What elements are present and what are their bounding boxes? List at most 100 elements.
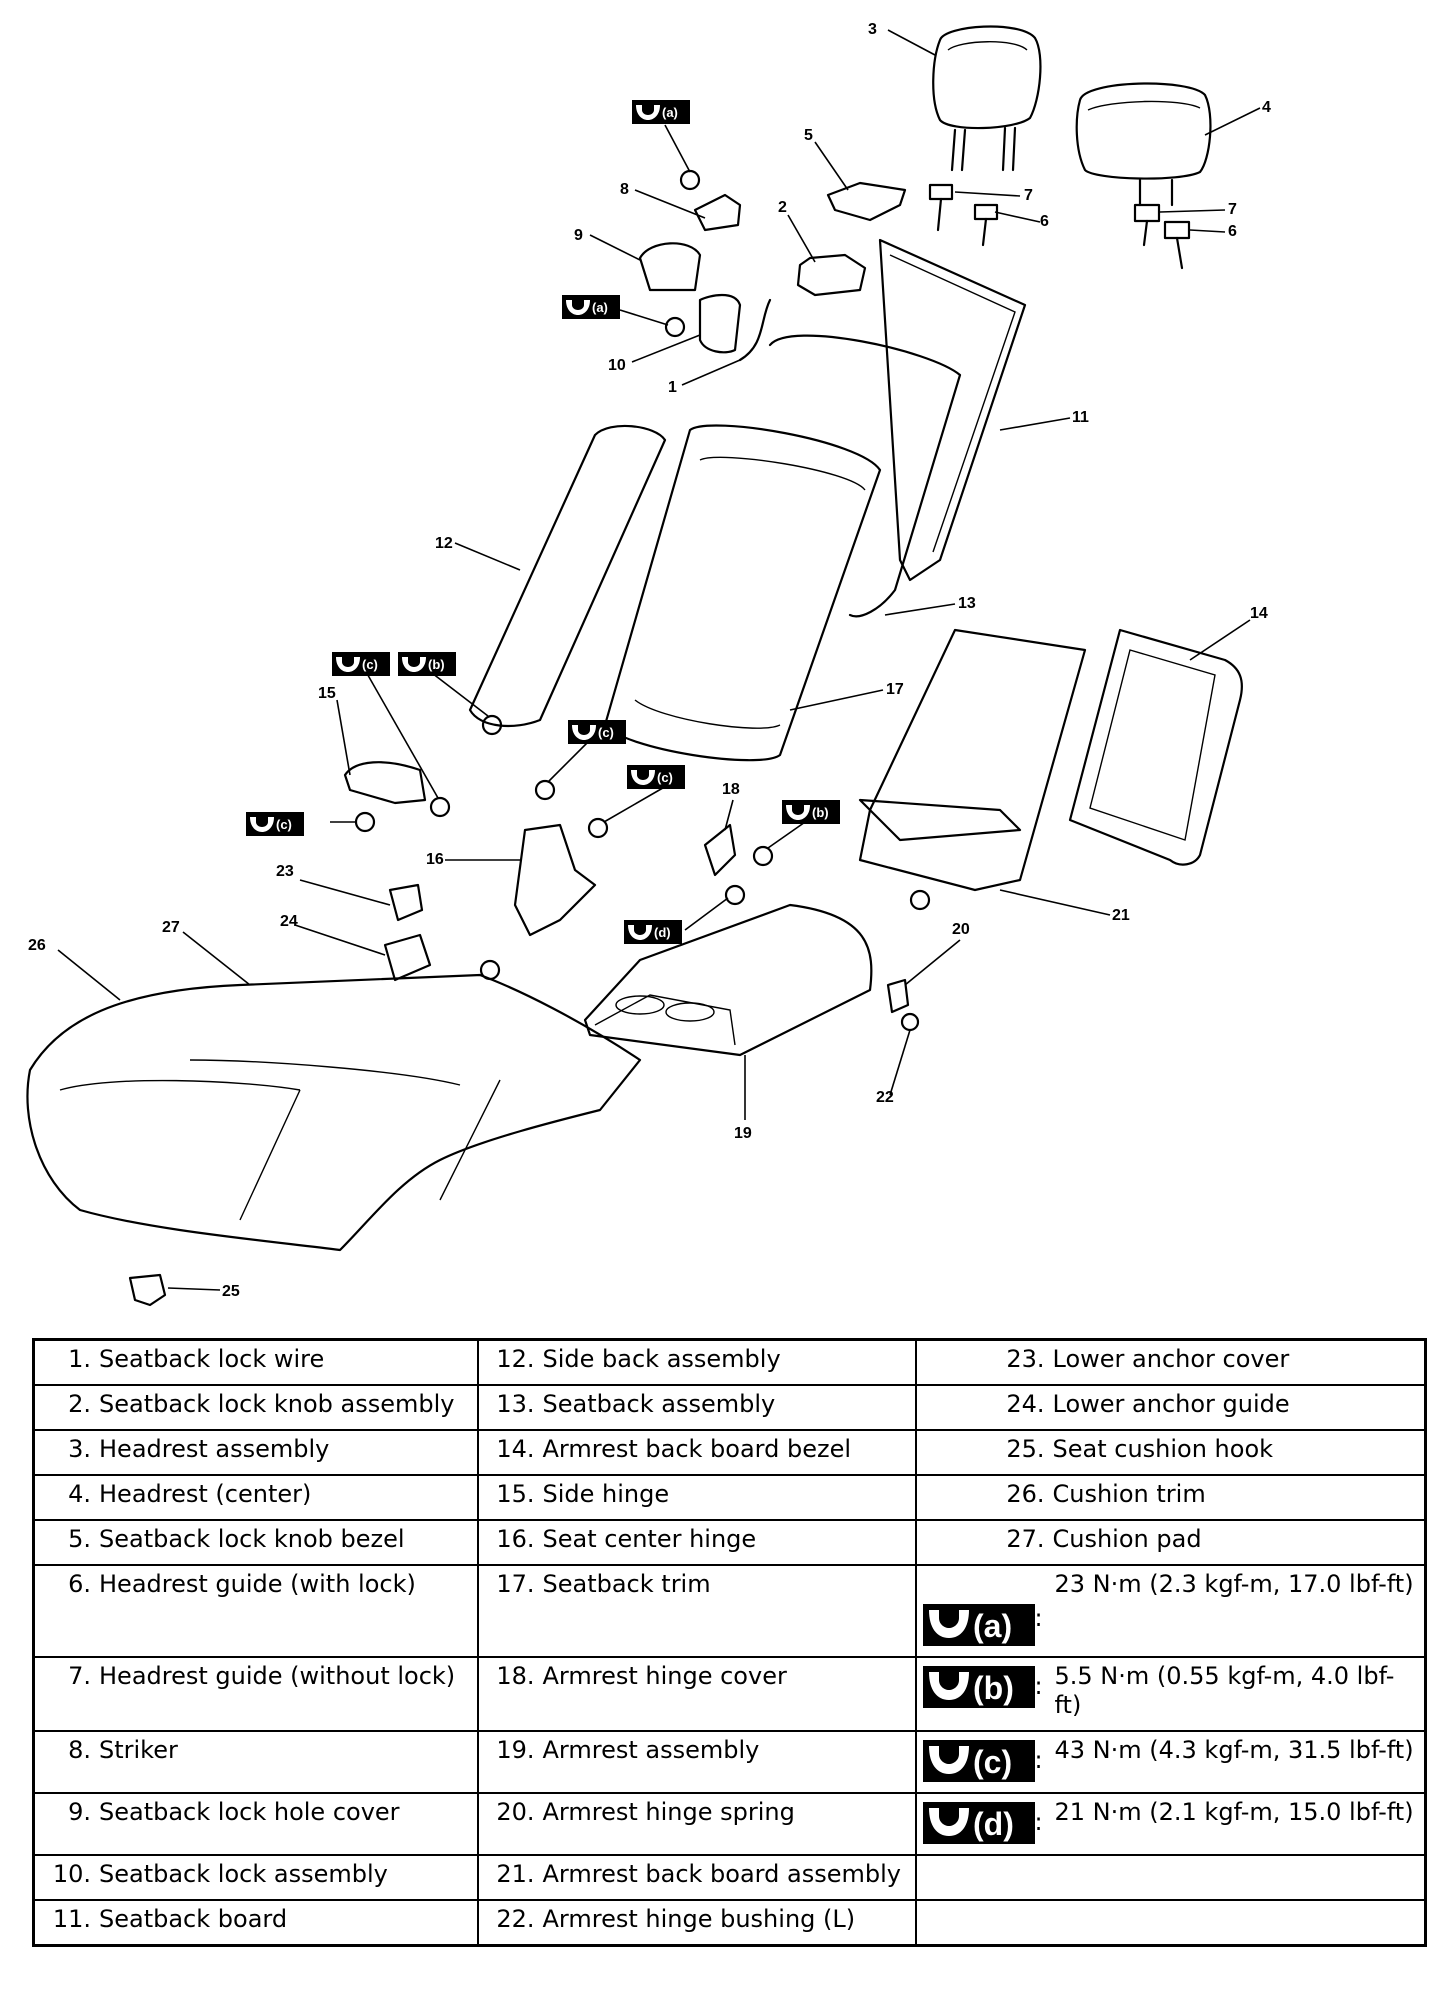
legend-item: 7.Headrest guide (without lock) bbox=[32, 1656, 479, 1732]
svg-text:(b): (b) bbox=[973, 1670, 1014, 1706]
side-hinge bbox=[343, 761, 427, 805]
legend-item: 21.Armrest back board assembly bbox=[476, 1854, 917, 1901]
callout-7: 7 bbox=[1228, 201, 1237, 218]
exploded-parts-diagram: 3 4 5 7 6 7 6 2 8 9 10 1 11 12 13 14 17 … bbox=[26, 21, 1271, 1307]
legend-item: 5.Seatback lock knob bezel bbox=[32, 1519, 479, 1566]
leader-lines bbox=[57, 29, 1261, 1291]
callout-6: 6 bbox=[1228, 223, 1237, 240]
headrest-assembly bbox=[932, 25, 1042, 172]
callout-labels: 3 4 5 7 6 7 6 2 8 9 10 1 11 12 13 14 17 … bbox=[28, 21, 1271, 1300]
legend-item: 15.Side hinge bbox=[476, 1474, 917, 1521]
svg-text:(a): (a) bbox=[973, 1608, 1012, 1644]
lock-knob-bezel bbox=[826, 181, 907, 222]
cushion-trim bbox=[26, 973, 642, 1252]
legend-item: 12.Side back assembly bbox=[476, 1338, 917, 1386]
legend-item: 19.Armrest assembly bbox=[476, 1730, 917, 1794]
torque-badge-d: (d) bbox=[624, 920, 682, 944]
seatback-trim bbox=[603, 424, 882, 762]
legend-item: 16.Seat center hinge bbox=[476, 1519, 917, 1566]
callout-16: 16 bbox=[426, 851, 444, 868]
torque-badge-a: (a) bbox=[562, 295, 620, 319]
side-back-assembly bbox=[468, 424, 667, 728]
callout-12: 12 bbox=[435, 535, 453, 552]
torque-badge-c: (c) bbox=[568, 720, 626, 744]
svg-text:(c): (c) bbox=[276, 817, 292, 832]
seatback-lock bbox=[698, 293, 742, 354]
headrest-guides bbox=[928, 183, 1191, 270]
torque-spec-c: (c) : 43 N⋅m (4.3 kgf-m, 31.5 lbf-ft) bbox=[914, 1730, 1427, 1794]
callout-27: 27 bbox=[162, 919, 180, 936]
torque-badge-b: (b) bbox=[782, 800, 840, 824]
lock-knob-assembly bbox=[796, 253, 867, 297]
legend-item: 6.Headrest guide (with lock) bbox=[32, 1564, 479, 1658]
seat-cushion-hook bbox=[128, 1273, 167, 1307]
torque-badge-c: (c) bbox=[627, 765, 685, 789]
legend-item: 13.Seatback assembly bbox=[476, 1384, 917, 1431]
callout-25: 25 bbox=[222, 1283, 240, 1300]
legend-item: 14.Armrest back board bezel bbox=[476, 1429, 917, 1476]
legend-item: 25.Seat cushion hook bbox=[914, 1429, 1427, 1476]
seat-center-hinge bbox=[513, 823, 597, 937]
callout-5: 5 bbox=[804, 127, 813, 144]
callout-2: 2 bbox=[778, 199, 787, 216]
legend-item: 1.Seatback lock wire bbox=[32, 1338, 479, 1386]
legend-item: 3.Headrest assembly bbox=[32, 1429, 479, 1476]
armrest-assembly bbox=[583, 903, 873, 1057]
lower-anchor-cover bbox=[388, 883, 424, 922]
legend-item: 24.Lower anchor guide bbox=[914, 1384, 1427, 1431]
callout-20: 20 bbox=[952, 921, 970, 938]
torque-badge-b: (b) bbox=[398, 652, 456, 676]
legend-empty-cell bbox=[914, 1899, 1427, 1947]
legend-item: 20.Armrest hinge spring bbox=[476, 1792, 917, 1856]
legend-item: 2.Seatback lock knob assembly bbox=[32, 1384, 479, 1431]
svg-text:(d): (d) bbox=[654, 925, 671, 940]
callout-24: 24 bbox=[280, 913, 298, 930]
callout-9: 9 bbox=[574, 227, 583, 244]
lock-wire bbox=[738, 298, 772, 362]
legend-item: 17.Seatback trim bbox=[476, 1564, 917, 1658]
callout-22: 22 bbox=[876, 1089, 894, 1106]
armrest-back-board-bezel bbox=[1068, 628, 1243, 866]
legend-empty-cell bbox=[914, 1854, 1427, 1901]
torque-icon-a: (a) bbox=[922, 1604, 1035, 1646]
torque-icon-d: (d) bbox=[922, 1802, 1035, 1844]
armrest-hinge-cover bbox=[703, 823, 737, 877]
callout-8: 8 bbox=[620, 181, 629, 198]
lock-hole-cover bbox=[638, 242, 702, 292]
callout-23: 23 bbox=[276, 863, 294, 880]
legend-item: 23.Lower anchor cover bbox=[914, 1338, 1427, 1386]
legend-item: 26.Cushion trim bbox=[914, 1474, 1427, 1521]
callout-7: 7 bbox=[1024, 187, 1033, 204]
torque-spec-b: (b) : 5.5 N⋅m (0.55 kgf-m, 4.0 lbf-ft) bbox=[914, 1656, 1427, 1732]
legend-item: 10.Seatback lock assembly bbox=[32, 1854, 479, 1901]
svg-text:(b): (b) bbox=[428, 657, 445, 672]
svg-text:(c): (c) bbox=[598, 725, 614, 740]
svg-text:(c): (c) bbox=[362, 657, 378, 672]
callout-11: 11 bbox=[1072, 409, 1089, 426]
parts-legend-table: 1.Seatback lock wire 12.Side back assemb… bbox=[32, 1338, 1427, 1947]
seatback-board bbox=[878, 238, 1027, 582]
callout-10: 10 bbox=[608, 357, 626, 374]
svg-text:(d): (d) bbox=[973, 1806, 1014, 1842]
torque-icon-b: (b) bbox=[922, 1666, 1035, 1708]
striker bbox=[693, 193, 742, 232]
torque-badge-a: (a) bbox=[632, 100, 690, 124]
callout-21: 21 bbox=[1112, 907, 1130, 924]
callout-1: 1 bbox=[668, 379, 677, 396]
torque-badge-c: (c) bbox=[246, 812, 304, 836]
armrest-back-board bbox=[858, 628, 1087, 892]
legend-item: 4.Headrest (center) bbox=[32, 1474, 479, 1521]
legend-item: 22.Armrest hinge bushing (L) bbox=[476, 1899, 917, 1947]
torque-icon-c: (c) bbox=[922, 1740, 1035, 1782]
svg-text:(a): (a) bbox=[592, 300, 608, 315]
svg-text:(c): (c) bbox=[657, 770, 673, 785]
svg-text:(b): (b) bbox=[812, 805, 829, 820]
callout-15: 15 bbox=[318, 685, 336, 702]
callout-4: 4 bbox=[1262, 99, 1271, 116]
callout-13: 13 bbox=[958, 595, 976, 612]
fasteners bbox=[354, 714, 931, 981]
legend-item: 8.Striker bbox=[32, 1730, 479, 1794]
svg-text:(a): (a) bbox=[662, 105, 678, 120]
torque-badge-c: (c) bbox=[332, 652, 390, 676]
torque-spec-d: (d) : 21 N⋅m (2.1 kgf-m, 15.0 lbf-ft) bbox=[914, 1792, 1427, 1856]
